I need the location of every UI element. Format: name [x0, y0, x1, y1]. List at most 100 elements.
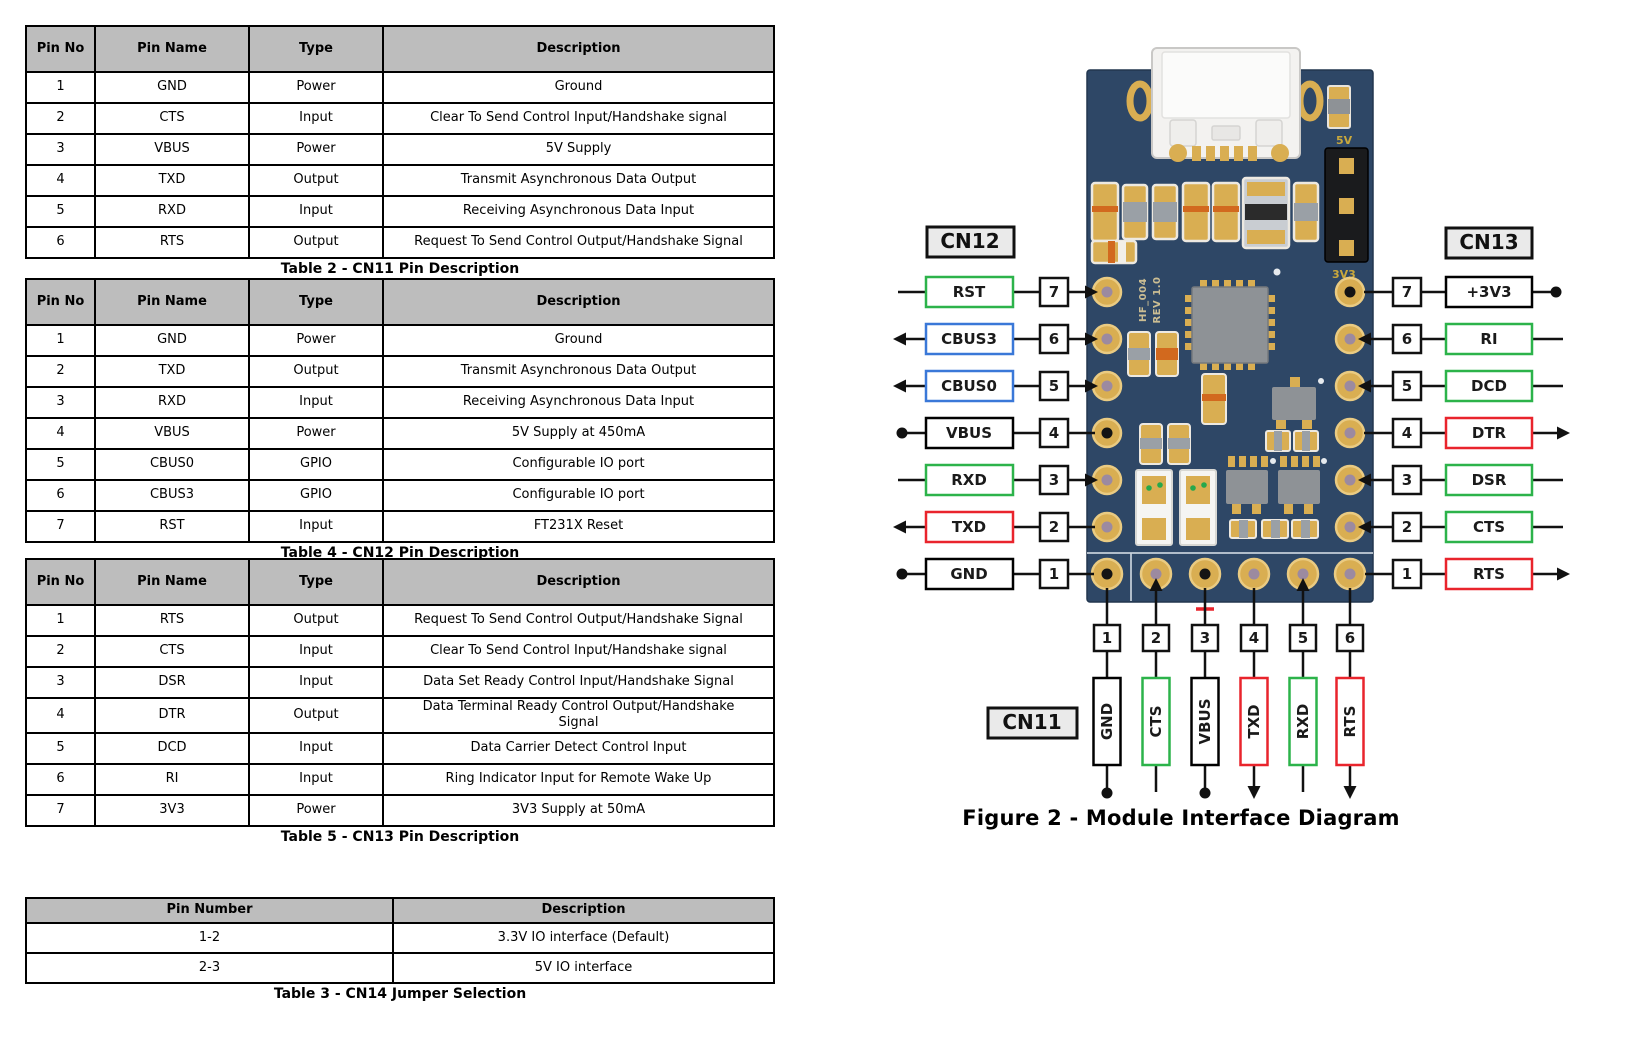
pin-number: 5: [1049, 377, 1059, 395]
table-cell: Transmit Asynchronous Data Output: [382, 355, 775, 388]
table-cell: GND: [94, 71, 250, 104]
table-cell: Request To Send Control Output/Handshake…: [382, 226, 775, 259]
table-cell: 5: [25, 731, 96, 765]
table-cell: Request To Send Control Output/Handshake…: [382, 604, 775, 637]
table-cell: 3: [25, 133, 96, 166]
table-cell: Input: [248, 731, 384, 765]
pin-name: VBUS: [946, 424, 992, 442]
table-cell: Input: [248, 195, 384, 228]
table-cell: 3V3: [94, 793, 250, 827]
column-header: Description: [392, 897, 775, 924]
table-cell: 3: [25, 666, 96, 699]
cn13-pin-row: CTS 2: [1358, 510, 1563, 544]
table-cell: RST: [94, 510, 250, 543]
column-header: Pin Name: [94, 278, 250, 326]
pin-number: 4: [1402, 424, 1412, 442]
table-cell: 2: [25, 355, 96, 388]
table-cell: 1: [25, 604, 96, 637]
table-cell: Configurable IO port: [382, 448, 775, 481]
table-cell: TXD: [94, 355, 250, 388]
pin-name: DTR: [1472, 424, 1507, 442]
table-caption: Table 3 - CN14 Jumper Selection: [273, 986, 527, 1002]
cn11-pin-column: 6 RTS: [1335, 588, 1365, 799]
cn12-pin-row: VBUS 4: [896, 416, 1095, 450]
pin-number: 2: [1049, 518, 1059, 536]
table-cell: Ring Indicator Input for Remote Wake Up: [382, 762, 775, 796]
table-cell: DSR: [94, 666, 250, 699]
table-cell: Input: [248, 635, 384, 668]
cn13-label-box: [1444, 226, 1534, 260]
table-cell: Ground: [382, 324, 775, 357]
pin-number: 6: [1402, 330, 1412, 348]
table-cell: 2: [25, 102, 96, 135]
table-caption: Table 2 - CN11 Pin Description: [280, 261, 520, 277]
pin-name: +3V3: [1466, 283, 1511, 301]
column-header: Pin No: [25, 558, 96, 606]
table-cell: 6: [25, 479, 96, 512]
table-cell: Power: [248, 133, 384, 166]
table-cell: CBUS3: [94, 479, 250, 512]
table-cell: RI: [94, 762, 250, 796]
table-cell: GPIO: [248, 448, 384, 481]
silkscreen-revision: REV 1.0: [1152, 277, 1163, 324]
pin-number: 5: [1298, 629, 1308, 647]
table-cell: VBUS: [94, 417, 250, 450]
smd-row: [1090, 176, 1320, 265]
pin-name: RI: [1480, 330, 1497, 348]
pads: [1090, 276, 1367, 591]
column-header: Type: [248, 558, 384, 606]
table-cell: CBUS0: [94, 448, 250, 481]
cn13-pin-row: +3V3 7: [1364, 275, 1562, 309]
pin-number: 4: [1049, 424, 1059, 442]
main-ic-chip: [1185, 268, 1281, 370]
table-cell: Clear To Send Control Input/Handshake si…: [382, 635, 775, 668]
column-header: Pin No: [25, 278, 96, 326]
passive-components: [1127, 331, 1327, 539]
pin-name: CTS: [1473, 518, 1505, 536]
table-cell: Clear To Send Control Input/Handshake si…: [382, 102, 775, 135]
usb-connector: [1126, 47, 1324, 162]
figure-caption: Figure 2 - Module Interface Diagram: [962, 806, 1400, 830]
pin-number: 1: [1049, 565, 1059, 583]
cn12-pin-row: RXD 3: [898, 463, 1098, 497]
table-caption: Table 5 - CN13 Pin Description: [280, 828, 520, 845]
pin-name: DSR: [1472, 471, 1507, 489]
cn13-label: CN13: [1459, 230, 1518, 254]
pin-number: 3: [1049, 471, 1059, 489]
cn12-pin-row: CBUS0 5: [893, 369, 1098, 403]
table-cell: Output: [248, 355, 384, 388]
table-cell: Output: [248, 697, 384, 734]
table-cell: 4: [25, 417, 96, 450]
cn11-pin-column: 2 CTS: [1141, 578, 1171, 792]
pin-number: 2: [1151, 629, 1161, 647]
table-cell: Ground: [382, 71, 775, 104]
cn11-pin-column: 4 TXD: [1239, 588, 1269, 799]
pcb-board: 5V 3V3: [1086, 47, 1374, 611]
pin-number: 3: [1402, 471, 1412, 489]
smd-component: [1327, 85, 1351, 129]
column-header: Pin No: [25, 25, 96, 73]
table-cell: 6: [25, 762, 96, 796]
pin-name: GND: [1098, 703, 1116, 740]
table-cell: 3.3V IO interface (Default): [392, 922, 775, 954]
table-cell: Receiving Asynchronous Data Input: [382, 386, 775, 419]
table-cell: 5V IO interface: [392, 952, 775, 984]
table-cell: Power: [248, 793, 384, 827]
pin-name: RXD: [951, 471, 987, 489]
pin-number: 1: [1102, 629, 1112, 647]
